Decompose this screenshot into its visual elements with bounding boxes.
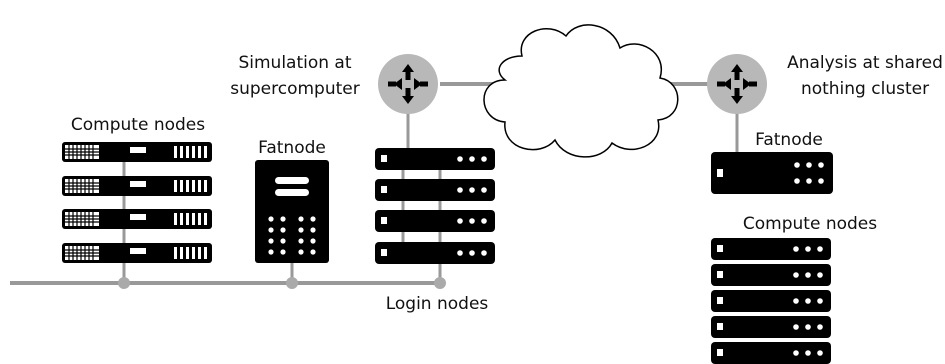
compute-nodes-right-label: Compute nodes <box>743 214 877 234</box>
server-icon <box>375 179 495 201</box>
fatnode-right <box>711 152 833 194</box>
simulation-label-line1: Simulation at <box>238 53 351 73</box>
bus-junctions <box>118 277 446 289</box>
login-nodes-label: Login nodes <box>386 294 489 314</box>
cloud-icon <box>483 24 679 158</box>
analysis-label-line1: Analysis at shared <box>787 53 943 73</box>
compute-nodes-left <box>61 141 213 264</box>
junction-compute <box>118 277 130 289</box>
fatnode-icon <box>255 160 329 263</box>
fatnode-left-label: Fatnode <box>258 138 326 158</box>
server-icon <box>711 238 831 260</box>
server-icon <box>61 141 213 163</box>
compute-nodes-left-label: Compute nodes <box>71 115 205 135</box>
server-icon <box>711 264 831 286</box>
junction-fatnode <box>286 277 298 289</box>
server-icon <box>61 208 213 230</box>
server-icon <box>61 242 213 264</box>
server-icon <box>375 148 495 170</box>
server-icon <box>375 242 495 264</box>
login-nodes <box>375 148 495 264</box>
server-icon <box>711 316 831 338</box>
simulation-label-line2: supercomputer <box>230 79 359 99</box>
router-icon <box>378 54 438 114</box>
fatnode-icon <box>711 152 833 194</box>
server-icon <box>61 175 213 197</box>
server-icon <box>711 290 831 312</box>
router-icon <box>707 54 767 114</box>
server-icon <box>711 342 831 364</box>
fatnode-right-label: Fatnode <box>755 130 823 150</box>
compute-nodes-right <box>711 238 831 364</box>
junction-login <box>434 277 446 289</box>
server-icon <box>375 210 495 232</box>
analysis-label-line2: nothing cluster <box>801 79 929 99</box>
